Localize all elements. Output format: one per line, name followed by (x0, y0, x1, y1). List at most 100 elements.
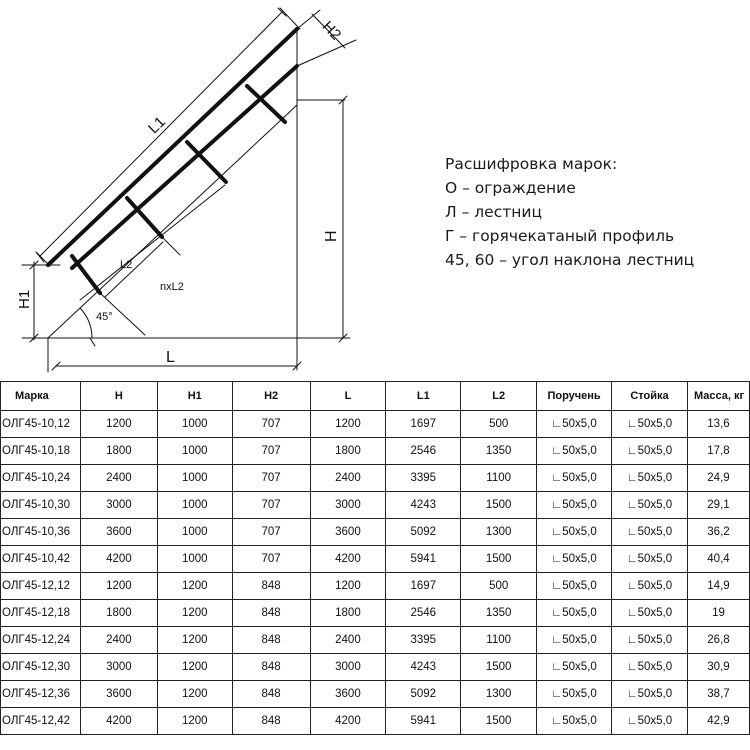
table-row: ОЛГ45-10,303000100070730004243150050х5,0… (0, 491, 750, 519)
cell-l1: 5092 (385, 680, 462, 708)
angle-profile-icon (627, 580, 638, 592)
cell-h: 2400 (79, 626, 158, 654)
label-l1: L1 (145, 113, 169, 137)
angle-profile-icon (551, 418, 562, 430)
col-header-h2: H2 (231, 381, 311, 411)
col-header-handrail: Поручень (536, 381, 613, 411)
profile-size: 50х5,0 (562, 499, 597, 511)
col-header-l: L (309, 381, 387, 411)
profile-size: 50х5,0 (562, 607, 597, 619)
cell-l: 3600 (309, 518, 387, 546)
cell-l: 2400 (309, 626, 387, 654)
handrail-lower (70, 64, 299, 270)
cell-mass: 30,9 (686, 653, 750, 681)
cell-post: 50х5,0 (611, 464, 688, 492)
cell-h1: 1000 (156, 545, 233, 573)
cell-h1: 1000 (156, 518, 233, 546)
cell-h: 1200 (79, 572, 158, 600)
legend-line: О – ограждение (445, 179, 576, 197)
cell-h: 2400 (79, 464, 158, 492)
cell-h: 3600 (79, 518, 158, 546)
cell-h2: 707 (231, 518, 311, 546)
cell-handrail: 50х5,0 (536, 518, 613, 546)
angle-profile-icon (551, 499, 562, 511)
cell-h: 3000 (79, 491, 158, 519)
label-nxl2: nxL2 (160, 281, 184, 293)
cell-h2: 707 (231, 545, 311, 573)
cell-h: 1800 (79, 437, 158, 465)
cell-l2: 1300 (460, 518, 538, 546)
legend: Расшифровка марок: О – ограждение Л – ле… (445, 152, 694, 272)
cell-l: 1200 (309, 572, 387, 600)
cell-h: 1800 (79, 599, 158, 627)
cell-l2: 500 (460, 410, 538, 438)
table-row: ОЛГ45-12,242400120084824003395110050х5,0… (0, 626, 750, 654)
table-row: ОЛГ45-12,181800120084818002546135050х5,0… (0, 599, 750, 627)
cell-mark: ОЛГ45-12,42 (0, 707, 81, 735)
cell-l: 1200 (309, 410, 387, 438)
cell-post: 50х5,0 (611, 491, 688, 519)
profile-size: 50х5,0 (637, 688, 673, 700)
cell-h1: 1000 (156, 437, 233, 465)
cell-l1: 1697 (385, 410, 462, 438)
angle-profile-icon (627, 553, 638, 565)
cell-h2: 848 (231, 599, 311, 627)
cell-l2: 1500 (460, 707, 538, 735)
angle-profile-icon (551, 580, 562, 592)
cell-l1: 1697 (385, 572, 462, 600)
col-header-post: Стойка (611, 381, 688, 411)
cell-handrail: 50х5,0 (536, 680, 613, 708)
cell-post: 50х5,0 (611, 410, 688, 438)
cell-mass: 17,8 (686, 437, 750, 465)
cell-mark: ОЛГ45-12,18 (0, 599, 81, 627)
cell-mark: ОЛГ45-12,30 (0, 653, 81, 681)
cell-handrail: 50х5,0 (536, 410, 613, 438)
col-header-mark: Марка (0, 381, 81, 411)
post-3 (185, 140, 228, 184)
col-header-l1: L1 (385, 381, 462, 411)
angle-profile-icon (627, 661, 638, 673)
angle-profile-icon (551, 472, 562, 484)
cell-l1: 4243 (385, 653, 462, 681)
profile-size: 50х5,0 (562, 472, 597, 484)
cell-h2: 848 (231, 626, 311, 654)
cell-mass: 36,2 (686, 518, 750, 546)
cell-h2: 707 (231, 437, 311, 465)
label-angle: 45° (96, 311, 113, 323)
table-body: ОЛГ45-10,12120010007071200169750050х5,05… (0, 410, 750, 735)
cell-l: 3600 (309, 680, 387, 708)
table-row: ОЛГ45-10,242400100070724003395110050х5,0… (0, 464, 750, 492)
cell-l1: 4243 (385, 491, 462, 519)
cell-l2: 1500 (460, 653, 538, 681)
cell-mark: ОЛГ45-12,12 (0, 572, 81, 600)
cell-handrail: 50х5,0 (536, 464, 613, 492)
cell-h: 4200 (79, 707, 158, 735)
angle-profile-icon (551, 715, 562, 727)
cell-l1: 5941 (385, 707, 462, 735)
cell-h2: 848 (231, 680, 311, 708)
rail-drawing: L1 H2 H H1 L L2 nxL2 45° (16, 7, 357, 373)
profile-size: 50х5,0 (637, 715, 673, 727)
cell-l1: 5941 (385, 545, 462, 573)
cell-mass: 24,9 (686, 464, 750, 492)
angle-profile-icon (551, 526, 562, 538)
cell-h: 3000 (79, 653, 158, 681)
cell-mass: 19 (686, 599, 750, 627)
legend-line: Г – горячекатаный профиль (445, 227, 675, 245)
cell-l2: 1100 (460, 626, 538, 654)
cell-h1: 1200 (156, 572, 233, 600)
angle-profile-icon (627, 715, 638, 727)
cell-mark: ОЛГ45-12,36 (0, 680, 81, 708)
cell-h1: 1200 (156, 653, 233, 681)
cell-mark: ОЛГ45-10,30 (0, 491, 81, 519)
cell-l2: 1350 (460, 437, 538, 465)
cell-h: 4200 (79, 545, 158, 573)
profile-size: 50х5,0 (637, 526, 673, 538)
profile-size: 50х5,0 (562, 580, 597, 592)
cell-l1: 5092 (385, 518, 462, 546)
cell-post: 50х5,0 (611, 599, 688, 627)
label-h2: H2 (319, 18, 345, 44)
profile-size: 50х5,0 (562, 526, 597, 538)
cell-handrail: 50х5,0 (536, 572, 613, 600)
cell-l2: 500 (460, 572, 538, 600)
